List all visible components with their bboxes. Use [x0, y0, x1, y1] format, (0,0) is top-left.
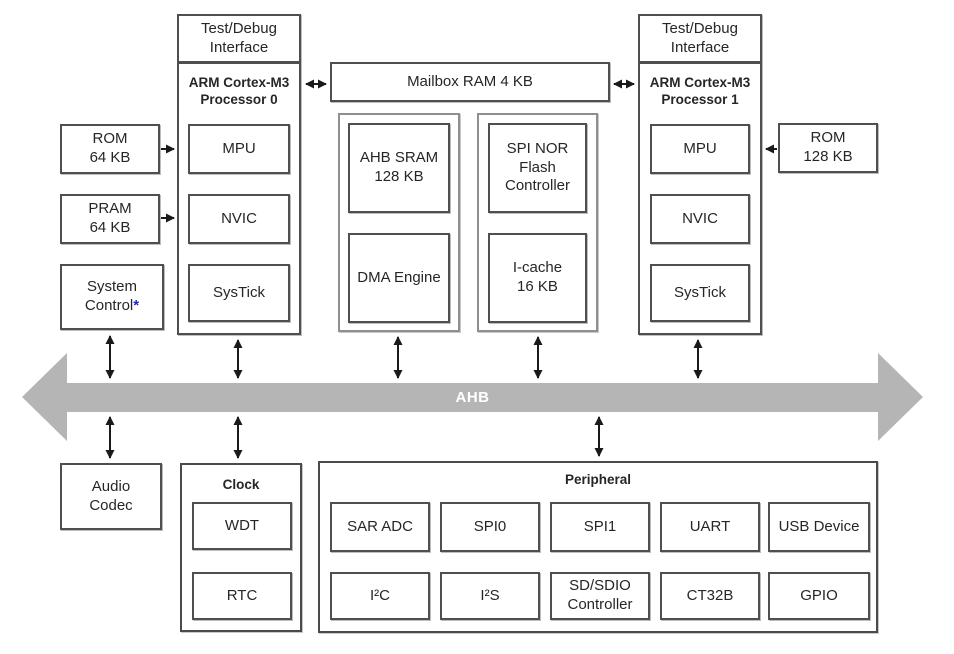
block-spi-nor-flash-controller: SPI NOR Flash Controller [488, 123, 587, 213]
block-sar-adc: SAR ADC [330, 502, 430, 552]
ct32b-label: CT32B [686, 586, 734, 604]
i2c-label: I²C [370, 586, 390, 604]
sd-sdio-label: SD/SDIO Controller [567, 577, 633, 613]
block-uart: UART [660, 502, 760, 552]
sar-adc-label: SAR ADC [347, 517, 413, 535]
usb-device-label: USB Device [778, 517, 860, 535]
block-nvic-0: NVIC [188, 194, 290, 244]
block-i2s: I²S [440, 572, 540, 620]
block-pram-64kb: PRAM 64 KB [60, 194, 160, 244]
mpu-1-label: MPU [683, 139, 717, 157]
block-rom-64kb: ROM 64 KB [60, 124, 160, 174]
peripheral-group-label: Peripheral [564, 472, 632, 487]
test-debug-1-label: Test/Debug Interface [662, 19, 738, 56]
block-dma-engine: DMA Engine [348, 233, 450, 323]
block-rom-128kb: ROM 128 KB [778, 123, 878, 173]
block-nvic-1: NVIC [650, 194, 750, 244]
block-audio-codec: Audio Codec [60, 463, 162, 530]
spi0-label: SPI0 [473, 517, 507, 535]
spi-nor-label: SPI NOR Flash Controller [504, 139, 571, 195]
block-spi0: SPI0 [440, 502, 540, 552]
systick-0-label: SysTick [213, 283, 265, 301]
audio-codec-label: Audio Codec [89, 477, 133, 514]
nvic-1-label: NVIC [682, 209, 718, 227]
processor-1-title: ARM Cortex-M3 Processor 1 [649, 75, 751, 107]
block-gpio: GPIO [768, 572, 870, 620]
pram-64kb-label: PRAM 64 KB [88, 200, 132, 236]
clock-group-label: Clock [222, 477, 260, 492]
i2s-label: I²S [480, 586, 500, 604]
block-test-debug-interface-1: Test/Debug Interface [638, 14, 762, 63]
test-debug-0-label: Test/Debug Interface [201, 19, 277, 56]
nvic-0-label: NVIC [221, 209, 257, 227]
processor-0-title: ARM Cortex-M3 Processor 0 [188, 75, 290, 107]
block-system-control: System Control* [60, 264, 164, 330]
block-mailbox-ram: Mailbox RAM 4 KB [330, 62, 610, 102]
uart-label: UART [689, 517, 731, 535]
block-test-debug-interface-0: Test/Debug Interface [177, 14, 301, 63]
system-control-label: System Control* [84, 278, 140, 314]
block-mpu-0: MPU [188, 124, 290, 174]
block-sd-sdio-controller: SD/SDIO Controller [550, 572, 650, 620]
ahb-sram-label: AHB SRAM 128 KB [359, 149, 439, 185]
rtc-label: RTC [226, 586, 258, 604]
block-icache-16kb: I-cache 16 KB [488, 233, 587, 323]
block-systick-1: SysTick [650, 264, 750, 322]
block-mpu-1: MPU [650, 124, 750, 174]
block-ct32b: CT32B [660, 572, 760, 620]
ahb-bus-label: AHB [455, 389, 490, 406]
block-i2c: I²C [330, 572, 430, 620]
block-spi1: SPI1 [550, 502, 650, 552]
system-control-footnote-mark: * [133, 297, 140, 314]
rom-64kb-label: ROM 64 KB [89, 130, 131, 166]
wdt-label: WDT [224, 516, 260, 534]
spi1-label: SPI1 [583, 517, 617, 535]
rom-128kb-label: ROM 128 KB [803, 129, 853, 165]
ahb-bus-arrow [22, 353, 923, 441]
mpu-0-label: MPU [222, 139, 256, 157]
dma-engine-label: DMA Engine [357, 268, 441, 286]
block-ahb-sram-128kb: AHB SRAM 128 KB [348, 123, 450, 213]
block-systick-0: SysTick [188, 264, 290, 322]
icache-label: I-cache 16 KB [512, 259, 563, 295]
block-wdt: WDT [192, 502, 292, 550]
gpio-label: GPIO [800, 586, 838, 604]
block-rtc: RTC [192, 572, 292, 620]
systick-1-label: SysTick [674, 283, 726, 301]
block-usb-device: USB Device [768, 502, 870, 552]
mailbox-ram-label: Mailbox RAM 4 KB [407, 72, 533, 90]
